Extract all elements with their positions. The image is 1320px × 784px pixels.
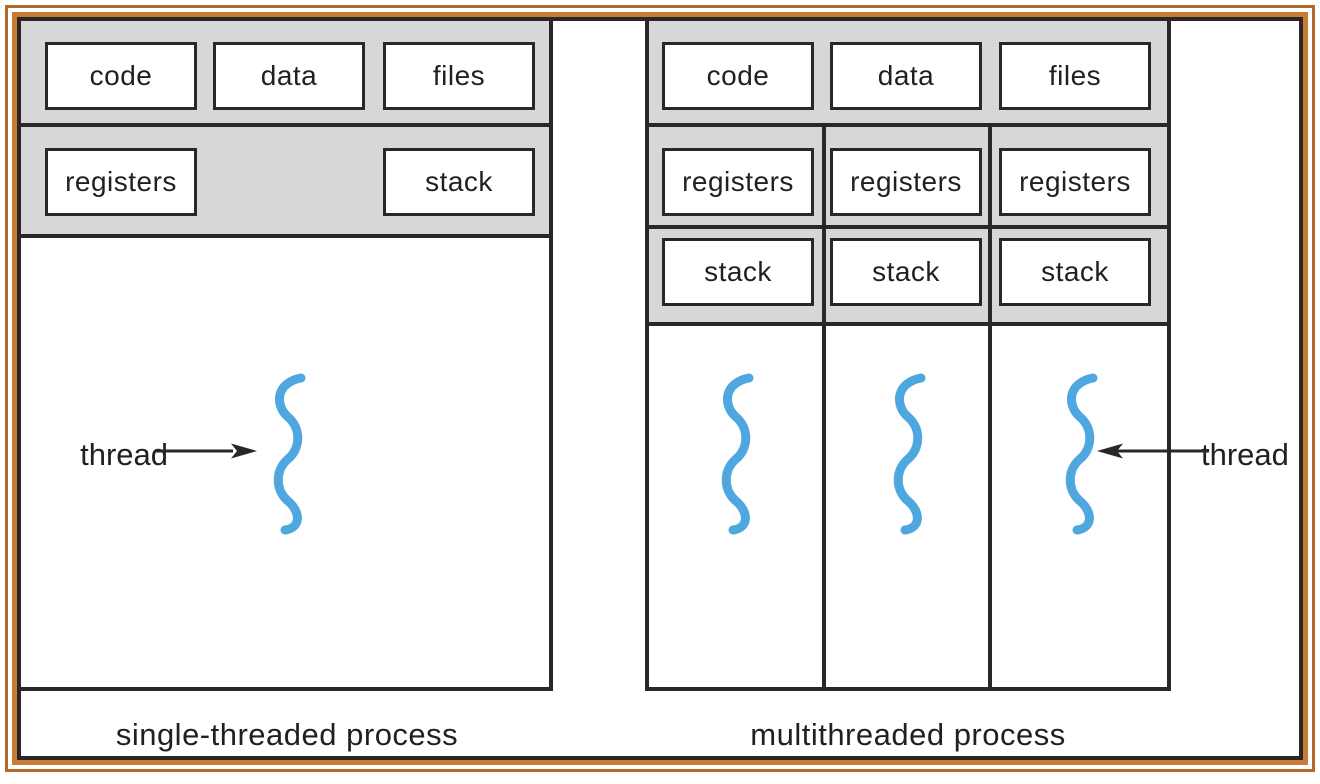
caption-multithreaded: multithreaded process xyxy=(750,717,1066,752)
column-divider xyxy=(988,127,992,687)
stack-box: stack xyxy=(999,238,1151,306)
thread-arrow-left-icon xyxy=(1097,443,1209,459)
multithreaded-process-box: code data files registers registers regi… xyxy=(645,17,1171,691)
thread-squiggle-icon xyxy=(893,373,926,535)
files-box: files xyxy=(999,42,1151,110)
thread-arrow-right-icon xyxy=(156,443,257,459)
registers-box: registers xyxy=(45,148,197,216)
data-box: data xyxy=(213,42,365,110)
thread-squiggle-icon xyxy=(721,373,754,535)
data-box: data xyxy=(830,42,982,110)
stack-box: stack xyxy=(830,238,982,306)
stack-band: stack stack stack xyxy=(649,229,1167,326)
registers-band: registers registers registers xyxy=(649,127,1167,229)
context-band: registers stack xyxy=(21,127,549,238)
registers-box: registers xyxy=(830,148,982,216)
memory-band: code data files xyxy=(649,21,1167,127)
thread-label: thread xyxy=(80,437,168,472)
code-box: code xyxy=(662,42,814,110)
stack-box: stack xyxy=(662,238,814,306)
code-box: code xyxy=(45,42,197,110)
thread-label: thread xyxy=(1201,437,1289,472)
caption-single-threaded: single-threaded process xyxy=(115,717,459,752)
column-divider xyxy=(822,127,826,687)
single-threaded-process-box: code data files registers stack xyxy=(17,17,553,691)
figure-frame-inner: code data files registers stack code dat… xyxy=(12,12,1308,765)
registers-box: registers xyxy=(662,148,814,216)
figure-frame-outer: code data files registers stack code dat… xyxy=(5,5,1315,772)
stack-box: stack xyxy=(383,148,535,216)
registers-box: registers xyxy=(999,148,1151,216)
memory-band: code data files xyxy=(21,21,549,127)
diagram-canvas: code data files registers stack code dat… xyxy=(17,17,1303,760)
thread-squiggle-icon xyxy=(1065,373,1098,535)
thread-squiggle-icon xyxy=(273,373,306,535)
files-box: files xyxy=(383,42,535,110)
